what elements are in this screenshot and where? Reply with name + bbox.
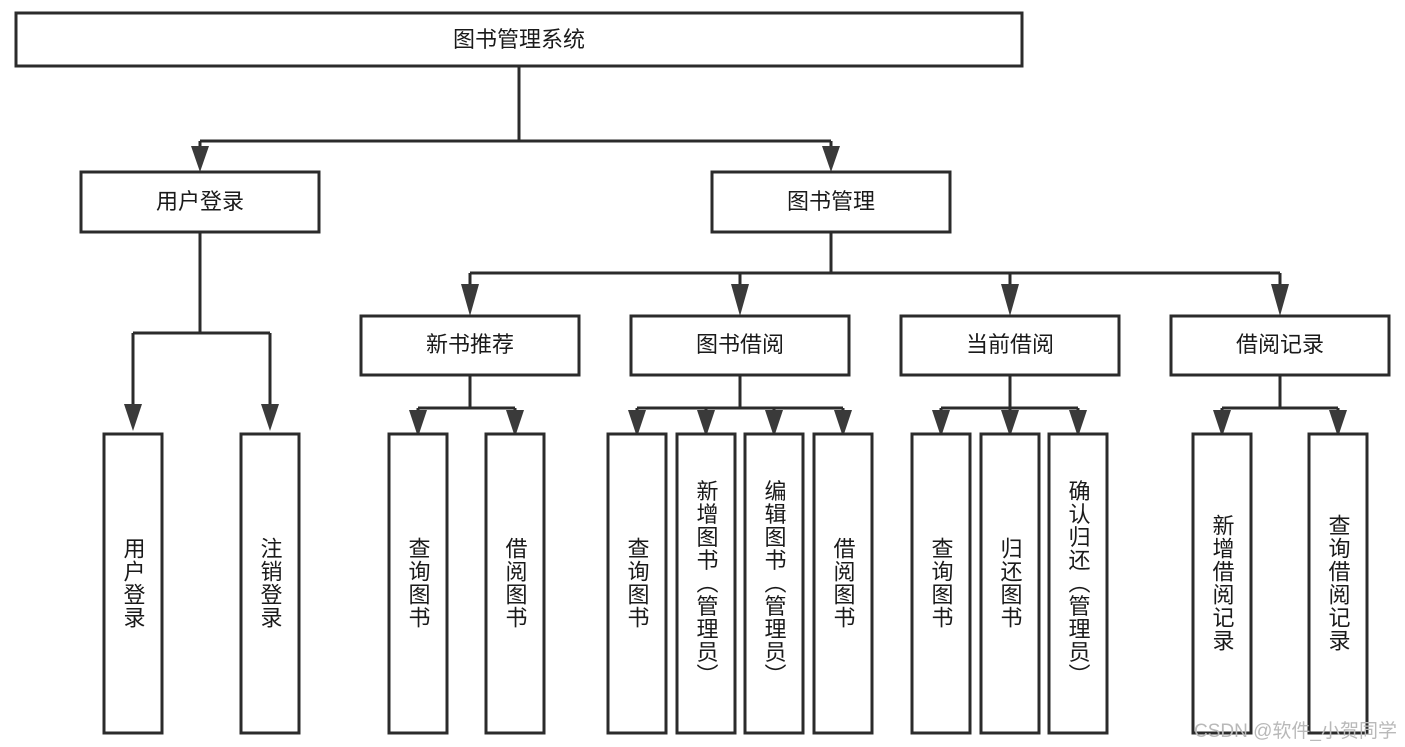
arrow-to-leaf-add-record	[1213, 410, 1231, 437]
node-leaf-query-book-1[interactable]: 查询图书	[387, 432, 449, 735]
node-current-borrow[interactable]: 当前借阅	[899, 314, 1121, 377]
connectors-layer	[124, 66, 1347, 437]
node-leaf-borrow-book-2-box[interactable]	[812, 432, 874, 735]
node-leaf-edit-book[interactable]: 编辑图书（管理员）	[743, 432, 805, 735]
node-leaf-confirm-return-label: 确认归还（管理员）	[1066, 480, 1091, 687]
node-leaf-add-record-label: 新增借阅记录	[1210, 514, 1235, 652]
node-leaf-query-record-box[interactable]	[1307, 432, 1369, 735]
node-root-label: 图书管理系统	[453, 27, 585, 52]
node-borrow-record[interactable]: 借阅记录	[1169, 314, 1391, 377]
node-leaf-borrow-book-2[interactable]: 借阅图书	[812, 432, 874, 735]
node-book-manage-label: 图书管理	[787, 189, 875, 214]
node-leaf-query-book-3-label: 查询图书	[929, 537, 954, 629]
arrow-to-book-borrow	[731, 284, 749, 316]
node-leaf-query-book-3[interactable]: 查询图书	[910, 432, 972, 735]
node-leaf-add-book-label: 新增图书（管理员）	[694, 480, 719, 687]
node-leaf-borrow-book-1-box[interactable]	[484, 432, 546, 735]
node-leaf-edit-book-label: 编辑图书（管理员）	[762, 480, 787, 687]
arrow-to-leaf-query-record	[1329, 410, 1347, 437]
node-new-book-recommend-label: 新书推荐	[426, 332, 514, 357]
arrow-to-leaf-add-book	[697, 410, 715, 437]
node-leaf-add-book-box[interactable]	[675, 432, 737, 735]
arrow-to-leaf-borrow-book-1	[506, 410, 524, 437]
node-leaf-add-book[interactable]: 新增图书（管理员）	[675, 432, 737, 735]
node-user-login-box[interactable]	[79, 170, 321, 234]
node-book-borrow[interactable]: 图书借阅	[629, 314, 851, 377]
arrow-to-leaf-query-book-1	[409, 410, 427, 437]
node-leaf-return-book-box[interactable]	[979, 432, 1041, 735]
node-new-book-recommend[interactable]: 新书推荐	[359, 314, 581, 377]
node-leaf-borrow-book-2-label: 借阅图书	[831, 537, 856, 629]
node-leaf-add-record-box[interactable]	[1191, 432, 1253, 735]
node-leaf-user-logout[interactable]: 注销登录	[239, 432, 301, 735]
node-leaf-query-book-1-label: 查询图书	[406, 537, 431, 629]
node-user-login-label: 用户登录	[156, 189, 244, 214]
arrow-to-user-login	[191, 146, 209, 172]
node-leaf-edit-book-box[interactable]	[743, 432, 805, 735]
node-leaf-query-record-label: 查询借阅记录	[1326, 514, 1351, 652]
node-leaf-user-login-label: 用户登录	[121, 537, 146, 629]
watermark-text: CSDN @软件_小贺同学	[1194, 721, 1397, 742]
node-book-manage[interactable]: 图书管理	[710, 170, 952, 234]
arrow-to-borrow-record	[1271, 284, 1289, 316]
arrow-to-leaf-confirm-return	[1069, 410, 1087, 437]
node-leaf-query-book-2-label: 查询图书	[625, 537, 650, 629]
arrow-to-leaf-user-logout	[261, 404, 279, 431]
node-leaf-confirm-return[interactable]: 确认归还（管理员）	[1047, 432, 1109, 735]
arrow-to-leaf-query-book-2	[628, 410, 646, 437]
node-leaf-user-login[interactable]: 用户登录	[102, 432, 164, 735]
arrow-to-leaf-return-book	[1001, 410, 1019, 437]
node-book-borrow-box[interactable]	[629, 314, 851, 377]
node-new-book-recommend-box[interactable]	[359, 314, 581, 377]
node-leaf-user-logout-label: 注销登录	[258, 537, 283, 629]
node-leaf-borrow-book-1[interactable]: 借阅图书	[484, 432, 546, 735]
node-book-manage-box[interactable]	[710, 170, 952, 234]
arrow-to-leaf-user-login	[124, 404, 142, 431]
arrow-to-leaf-borrow-book-2	[834, 410, 852, 437]
arrow-to-new-book-recommend	[461, 284, 479, 316]
node-root[interactable]: 图书管理系统	[14, 11, 1024, 68]
node-leaf-return-book-label: 归还图书	[998, 537, 1023, 629]
node-leaf-confirm-return-box[interactable]	[1047, 432, 1109, 735]
node-borrow-record-label: 借阅记录	[1236, 332, 1324, 357]
node-leaf-query-book-2[interactable]: 查询图书	[606, 432, 668, 735]
node-leaf-query-book-2-box[interactable]	[606, 432, 668, 735]
node-leaf-user-login-box[interactable]	[102, 432, 164, 735]
node-leaf-query-book-1-box[interactable]	[387, 432, 449, 735]
arrow-to-leaf-edit-book	[765, 410, 783, 437]
node-leaf-query-book-3-box[interactable]	[910, 432, 972, 735]
arrow-to-current-borrow	[1001, 284, 1019, 316]
node-user-login[interactable]: 用户登录	[79, 170, 321, 234]
node-leaf-add-record[interactable]: 新增借阅记录	[1191, 432, 1253, 735]
node-leaf-return-book[interactable]: 归还图书	[979, 432, 1041, 735]
node-borrow-record-box[interactable]	[1169, 314, 1391, 377]
arrow-to-leaf-query-book-3	[932, 410, 950, 437]
node-current-borrow-box[interactable]	[899, 314, 1121, 377]
node-leaf-query-record[interactable]: 查询借阅记录	[1307, 432, 1369, 735]
node-current-borrow-label: 当前借阅	[966, 332, 1054, 357]
node-root-box[interactable]	[14, 11, 1024, 68]
arrow-to-book-manage	[822, 146, 840, 172]
node-book-borrow-label: 图书借阅	[696, 332, 784, 357]
node-leaf-borrow-book-1-label: 借阅图书	[503, 537, 528, 629]
node-leaf-user-logout-box[interactable]	[239, 432, 301, 735]
